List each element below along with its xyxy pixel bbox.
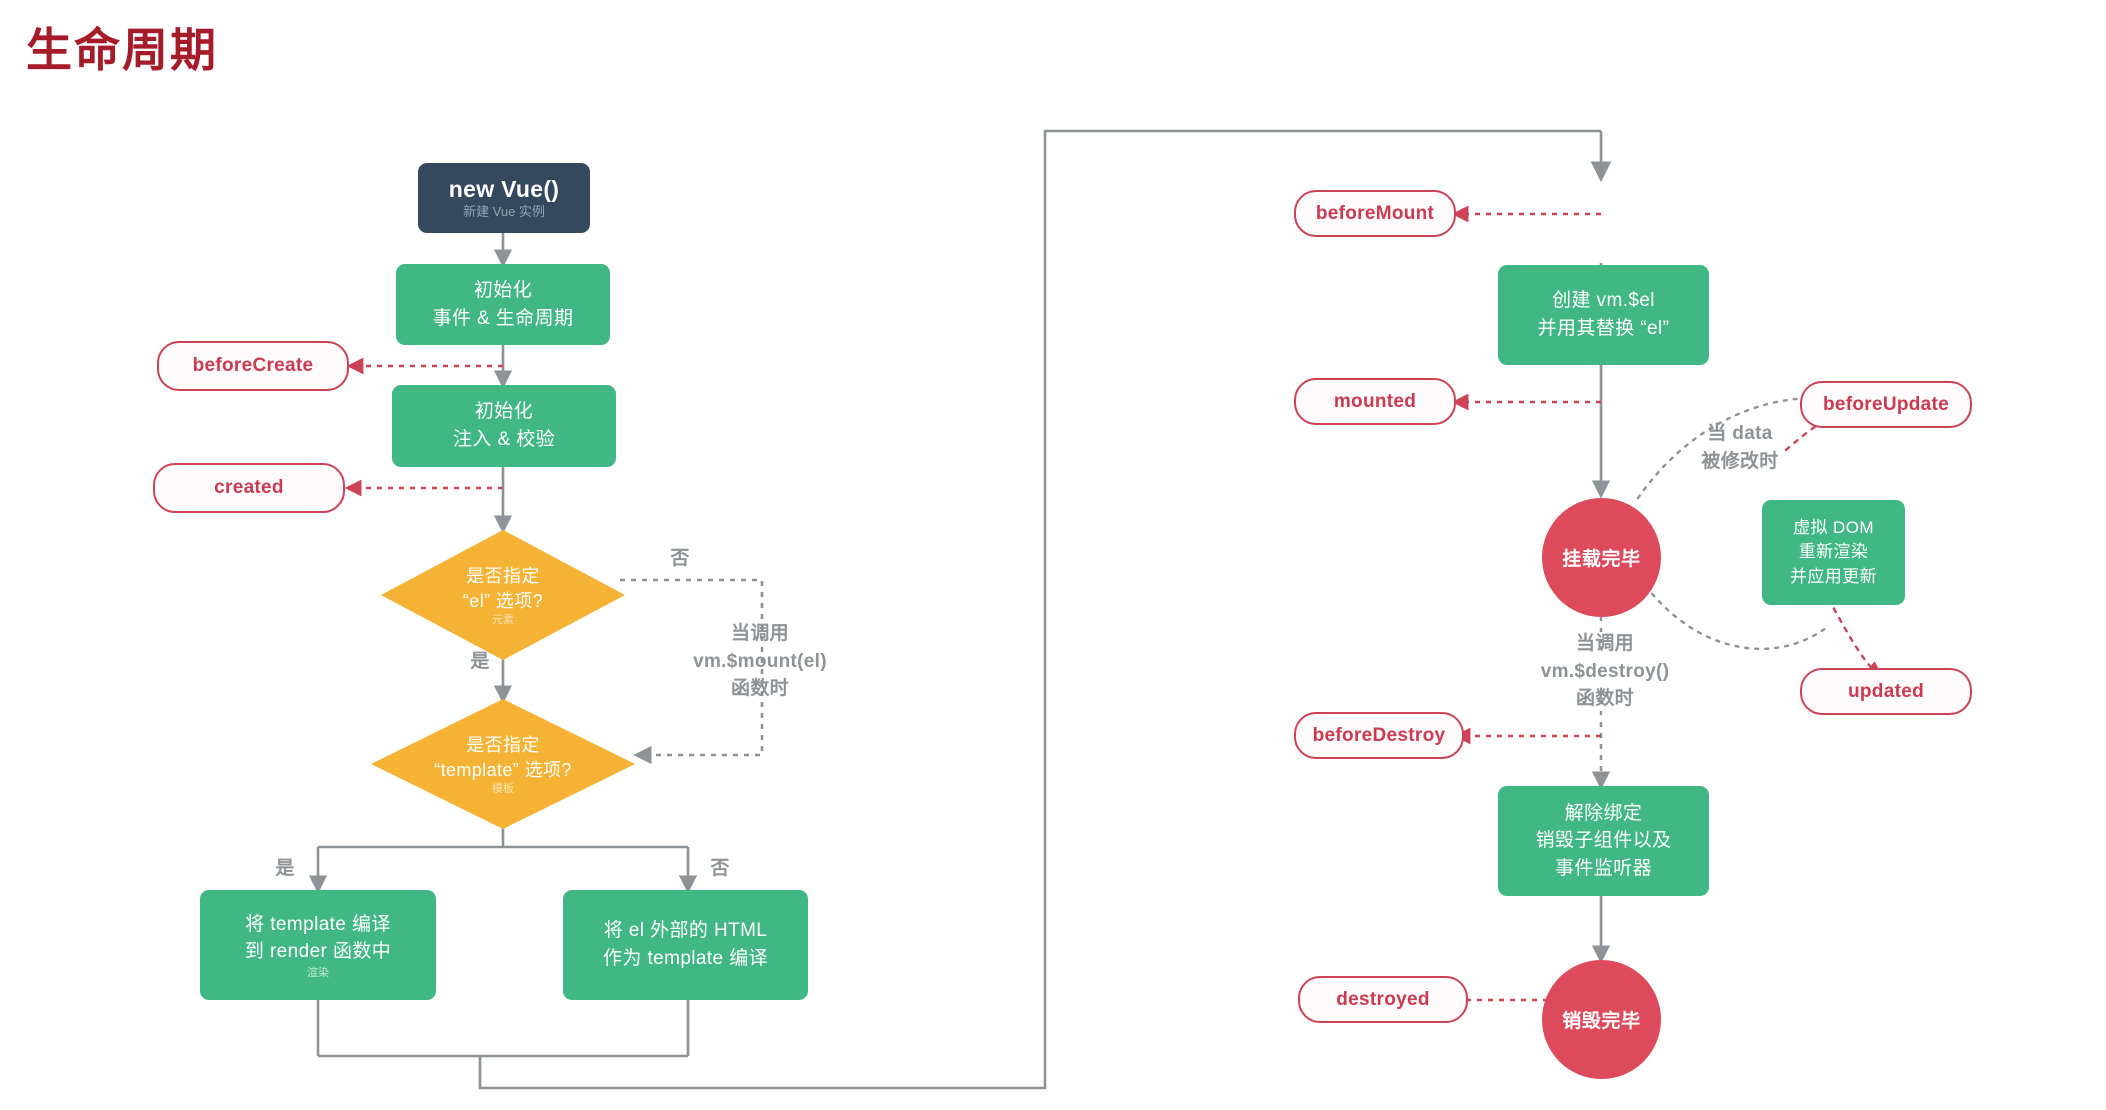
hook-updated-label: updated	[1848, 680, 1924, 702]
node-compile-template-line2: 到 render 函数中	[244, 941, 392, 963]
annotation-data-changed: 当 data 被修改时	[1701, 423, 1779, 472]
node-init-inject: 初始化 注入 & 校验	[392, 385, 616, 467]
node-compile-outer-html: 将 el 外部的 HTML 作为 template 编译	[563, 890, 808, 1000]
node-decide-el-text: 是否指定 “el” 选项? 元素	[381, 530, 625, 660]
node-init-inject-line1: 初始化	[474, 401, 534, 423]
node-decide-template-line2: “template” 选项?	[434, 759, 572, 780]
node-compile-template-line1: 将 template 编译	[245, 913, 391, 935]
node-virtual-dom-line2: 重新渲染	[1798, 542, 1869, 562]
annotation-el-no: 否	[670, 548, 690, 569]
node-destroyed-complete: 销毁完毕	[1542, 960, 1661, 1079]
annotation-template-no: 否	[710, 858, 730, 879]
node-compile-template: 将 template 编译 到 render 函数中 渲染	[200, 890, 436, 1000]
node-init-events-line1: 初始化	[473, 279, 533, 301]
hook-before-mount-label: beforeMount	[1315, 202, 1435, 224]
hook-destroyed[interactable]: destroyed	[1298, 976, 1468, 1023]
node-init-inject-line2: 注入 & 校验	[452, 429, 556, 450]
node-teardown-line3: 事件监听器	[1554, 857, 1652, 879]
node-new-vue-subtitle: 新建 Vue 实例	[463, 204, 545, 220]
hook-before-mount[interactable]: beforeMount	[1294, 190, 1456, 237]
node-decide-el-sub: 元素	[492, 614, 514, 627]
node-decide-el-line1: 是否指定	[466, 565, 540, 586]
node-teardown-line2: 销毁子组件以及	[1535, 830, 1672, 852]
node-compile-outer-html-line1: 将 el 外部的 HTML	[603, 920, 768, 942]
node-create-vm-el-line2: 并用其替换 “el”	[1537, 318, 1670, 339]
node-virtual-dom-line1: 虚拟 DOM	[1793, 517, 1874, 537]
annotation-mount-call: 当调用 vm.$mount(el) 函数时	[693, 623, 827, 700]
node-teardown-line1: 解除绑定	[1564, 802, 1643, 824]
node-decide-template-text: 是否指定 “template” 选项? 模板	[371, 699, 635, 829]
node-teardown: 解除绑定 销毁子组件以及 事件监听器	[1498, 786, 1709, 896]
node-create-vm-el-line1: 创建 vm.$el	[1552, 290, 1655, 312]
node-destroyed-complete-label: 销毁完毕	[1562, 1011, 1641, 1032]
hook-before-create-label: beforeCreate	[192, 355, 314, 376]
node-decide-el-line2: “el” 选项?	[462, 590, 544, 611]
node-decide-el: 是否指定 “el” 选项? 元素	[381, 530, 625, 660]
hook-before-create[interactable]: beforeCreate	[157, 341, 349, 391]
page-title: 生命周期	[26, 24, 218, 76]
hook-mounted[interactable]: mounted	[1294, 378, 1456, 425]
node-virtual-dom: 虚拟 DOM 重新渲染 并应用更新	[1762, 500, 1905, 605]
hook-before-update[interactable]: beforeUpdate	[1800, 381, 1972, 428]
node-init-events: 初始化 事件 & 生命周期	[396, 264, 610, 345]
node-decide-template: 是否指定 “template” 选项? 模板	[371, 699, 635, 829]
node-new-vue-title: new Vue()	[448, 175, 560, 202]
hook-mounted-label: mounted	[1333, 390, 1417, 412]
hook-created-label: created	[214, 477, 284, 498]
annotation-template-yes: 是	[275, 858, 295, 879]
node-decide-template-line1: 是否指定	[466, 734, 540, 755]
annotation-el-yes: 是	[470, 651, 490, 672]
node-virtual-dom-line3: 并应用更新	[1790, 566, 1877, 586]
hook-before-destroy-label: beforeDestroy	[1312, 724, 1446, 746]
hook-created[interactable]: created	[153, 463, 345, 513]
annotation-destroy-call: 当调用 vm.$destroy() 函数时	[1540, 633, 1670, 710]
node-decide-template-sub: 模板	[492, 783, 514, 796]
hook-destroyed-label: destroyed	[1336, 988, 1430, 1010]
node-compile-template-sub: 渲染	[307, 967, 329, 979]
node-mounted-complete: 挂载完毕	[1542, 498, 1661, 617]
node-compile-outer-html-line2: 作为 template 编译	[602, 948, 769, 969]
node-mounted-complete-label: 挂载完毕	[1562, 549, 1641, 570]
node-create-vm-el: 创建 vm.$el 并用其替换 “el”	[1498, 265, 1709, 365]
hook-updated[interactable]: updated	[1800, 668, 1972, 715]
node-init-events-line2: 事件 & 生命周期	[432, 307, 574, 329]
hook-before-update-label: beforeUpdate	[1822, 393, 1950, 415]
node-new-vue: new Vue() 新建 Vue 实例	[418, 163, 590, 233]
hook-before-destroy[interactable]: beforeDestroy	[1294, 712, 1464, 759]
